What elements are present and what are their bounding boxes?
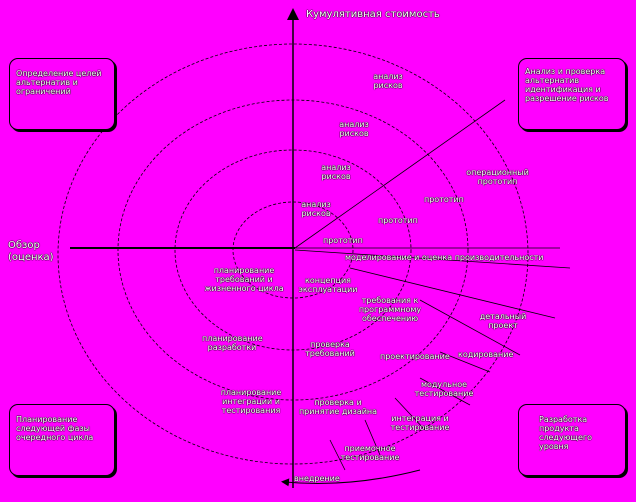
risk-analysis-label: анализ рисков — [339, 120, 369, 138]
risk-analysis-label: анализ рисков — [373, 72, 403, 90]
quadrant-bottom-right: Разработка продукта следующего уровня — [518, 404, 626, 476]
phase-divider — [394, 397, 426, 431]
deployment-label: внедрение — [294, 474, 340, 483]
phase-divider — [294, 99, 506, 249]
risk-analysis-label: анализ рисков — [301, 200, 331, 218]
phase-divider — [349, 267, 556, 319]
acceptance-testing-label: приемочное тестирование — [340, 444, 400, 462]
plan-development-label: планирование разработки — [202, 334, 263, 352]
phase-divider — [439, 351, 491, 373]
prototype-label: прототип — [424, 195, 464, 204]
operational-prototype-label: операционный прототип — [466, 168, 529, 186]
quadrant-top-right: Анализ и проверка альтернатив идентифика… — [518, 58, 626, 130]
risk-analysis-label: анализ рисков — [321, 163, 351, 181]
quadrant-top-left: Определение целей альтернатив и ограниче… — [9, 58, 115, 130]
design-label: проектирование — [380, 352, 450, 361]
quadrant-top-right-label: Анализ и проверка альтернатив идентифика… — [525, 67, 609, 103]
modeling-label: моделирование и оценка производительност… — [345, 253, 544, 262]
concept-label: концепция эксплуатации — [298, 276, 358, 294]
phase-divider — [364, 419, 381, 456]
spiral-exit-arrow — [281, 469, 421, 487]
integration-testing-label: интеграция и тестирование — [390, 414, 450, 432]
software-requirements-label: требования к программному обеспечению — [358, 296, 422, 323]
design-check-label: проверка и принятие дизайна — [298, 398, 378, 416]
plan-requirements-label: планирование требований и жизненного цик… — [204, 266, 284, 293]
coding-label: кодирование — [458, 350, 514, 359]
unit-testing-label: модульное тестирование — [414, 380, 474, 398]
quadrant-bottom-left-label: Планирование следующей фазы очередного ц… — [16, 415, 94, 442]
quadrant-bottom-right-label: Разработка продукта следующего уровня — [539, 415, 592, 451]
spiral-ring — [57, 43, 529, 465]
y-axis-title: Кумулятивная стоимость — [306, 9, 440, 20]
spiral-ring — [232, 201, 354, 299]
quadrant-bottom-left: Планирование следующей фазы очередного ц… — [9, 404, 115, 476]
phase-divider — [329, 439, 346, 471]
phase-divider — [419, 299, 521, 356]
detailed-design-label: детальный проект — [479, 312, 527, 330]
phase-dividers — [294, 99, 571, 471]
prototype-label: прототип — [323, 236, 363, 245]
phase-divider — [419, 377, 471, 406]
x-axis-title: Обзор (оценка) — [8, 240, 54, 263]
phase-divider — [294, 249, 571, 269]
plan-integration-label: планирование интеграции и тестирования — [220, 388, 282, 415]
requirements-check-label: проверка требований — [305, 340, 355, 358]
prototype-label: прототип — [378, 216, 418, 225]
quadrant-top-left-label: Определение целей альтернатив и ограниче… — [16, 69, 102, 96]
